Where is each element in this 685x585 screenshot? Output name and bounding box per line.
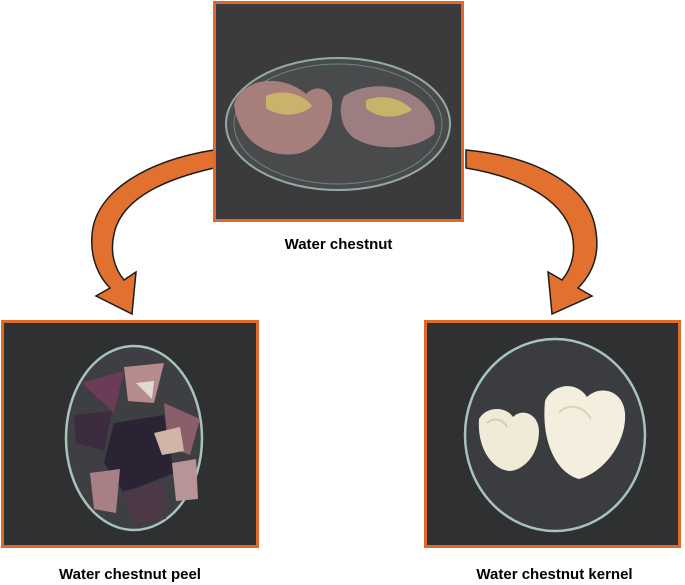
caption-water-chestnut-peel: Water chestnut peel — [59, 566, 201, 583]
arrow-right — [465, 149, 598, 316]
water-chestnut-photo — [213, 1, 464, 222]
caption-water-chestnut: Water chestnut — [284, 236, 393, 253]
water-chestnut-peel-photo — [1, 320, 259, 548]
caption-water-chestnut-kernel: Water chestnut kernel — [476, 566, 633, 583]
arrow-left — [91, 149, 215, 316]
water-chestnut-kernel-photo — [424, 320, 681, 548]
